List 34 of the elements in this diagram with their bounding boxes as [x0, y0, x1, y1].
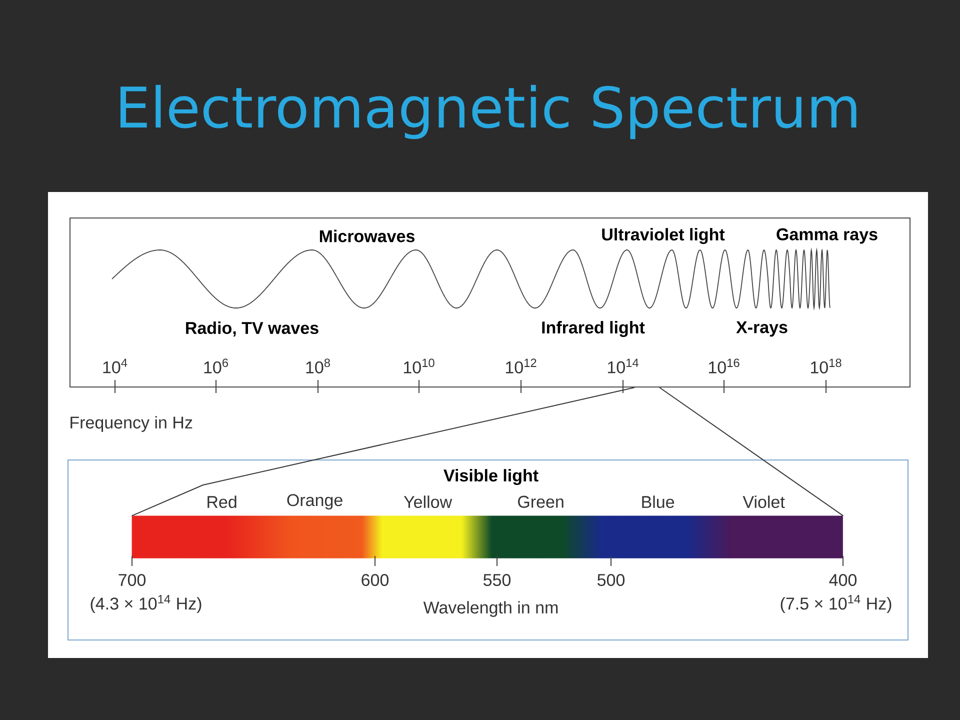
leader-line: [131, 387, 635, 516]
tick-label: 600: [362, 574, 389, 586]
color-label: Yellow: [404, 496, 452, 508]
spectrum-bar: [132, 516, 843, 558]
band-label: X-rays: [736, 321, 788, 337]
leader-line: [659, 387, 844, 516]
band-label: Microwaves: [320, 230, 414, 242]
tick-label: 10$^{14}$: [608, 358, 638, 374]
color-label: Green: [518, 496, 564, 508]
frequency-note: (7.5 × 10$^{14}$ Hz): [780, 595, 892, 613]
tick-label: 10$^{10}$: [404, 358, 434, 374]
color-label: Violet: [742, 496, 785, 508]
band-label: Ultraviolet light: [602, 228, 725, 244]
tick-label: 10$^{18}$: [811, 358, 842, 374]
title: Electromagnetic Spectrum: [120, 84, 856, 140]
axis-title: Frequency in Hz: [70, 416, 192, 432]
tick-label: 10$^{16}$: [709, 358, 740, 374]
frequency-note: (4.3 × 10$^{14}$ Hz): [90, 595, 202, 613]
tick-label: 10$^{12}$: [506, 358, 536, 374]
tick-label: 700: [118, 574, 146, 586]
color-label: Red: [208, 496, 236, 508]
tick-label: 10$^{4}$: [103, 358, 128, 374]
spectrum-panel: [70, 218, 911, 388]
tick-label: 10$^{8}$: [306, 358, 330, 374]
tick-label: 10$^{6}$: [204, 358, 228, 374]
tick-label: 550: [484, 574, 511, 586]
tick-label: 500: [598, 574, 625, 586]
axis-title: Wavelength in nm: [423, 601, 558, 617]
band-label: Infrared light: [542, 321, 645, 337]
band-label: Gamma rays: [776, 228, 878, 244]
color-label: Orange: [287, 494, 342, 510]
band-label: Radio, TV waves: [186, 322, 318, 336]
tick-label: 400: [829, 574, 857, 586]
color-label: Blue: [642, 496, 674, 508]
